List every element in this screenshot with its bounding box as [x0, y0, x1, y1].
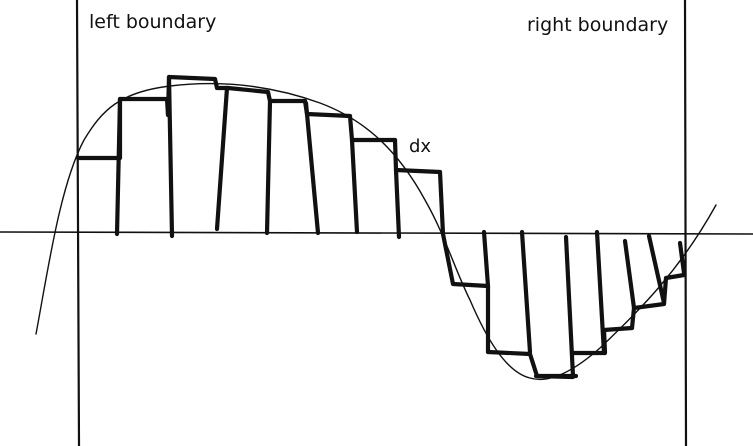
rectangle-6-left	[349, 137, 360, 235]
rectangle-3-left	[214, 85, 230, 232]
rectangle-4-left	[264, 98, 273, 236]
right-boundary-label: right boundary	[527, 14, 668, 36]
rectangle-2	[165, 74, 231, 118]
rectangle-13-right	[646, 233, 667, 306]
rectangle-10-right	[563, 234, 576, 379]
rectangle-10	[533, 373, 576, 380]
left-boundary-line	[75, 0, 81, 446]
rectangle-4	[302, 98, 398, 143]
rectangle-2-left	[166, 74, 175, 239]
rectangle-1-left	[114, 96, 123, 237]
left-boundary-label: left boundary	[89, 11, 216, 33]
dx-label: dx	[409, 136, 431, 157]
function-curve	[35, 82, 717, 380]
rectangle-3	[225, 85, 308, 104]
rectangle-7	[392, 137, 446, 237]
rectangle-8	[440, 231, 491, 355]
rectangle-8-right	[481, 229, 491, 289]
right-boundary-line	[683, 0, 688, 446]
rectangle-14-right	[677, 240, 687, 276]
rectangle-12-right	[622, 238, 637, 311]
rectangle-7-left	[393, 167, 402, 240]
rectangle-5-left	[303, 100, 321, 236]
rectangle-11-right	[594, 229, 607, 356]
x-axis	[0, 231, 753, 235]
riemann-rectangles	[75, 74, 687, 380]
rectangle-9-right	[519, 229, 533, 355]
